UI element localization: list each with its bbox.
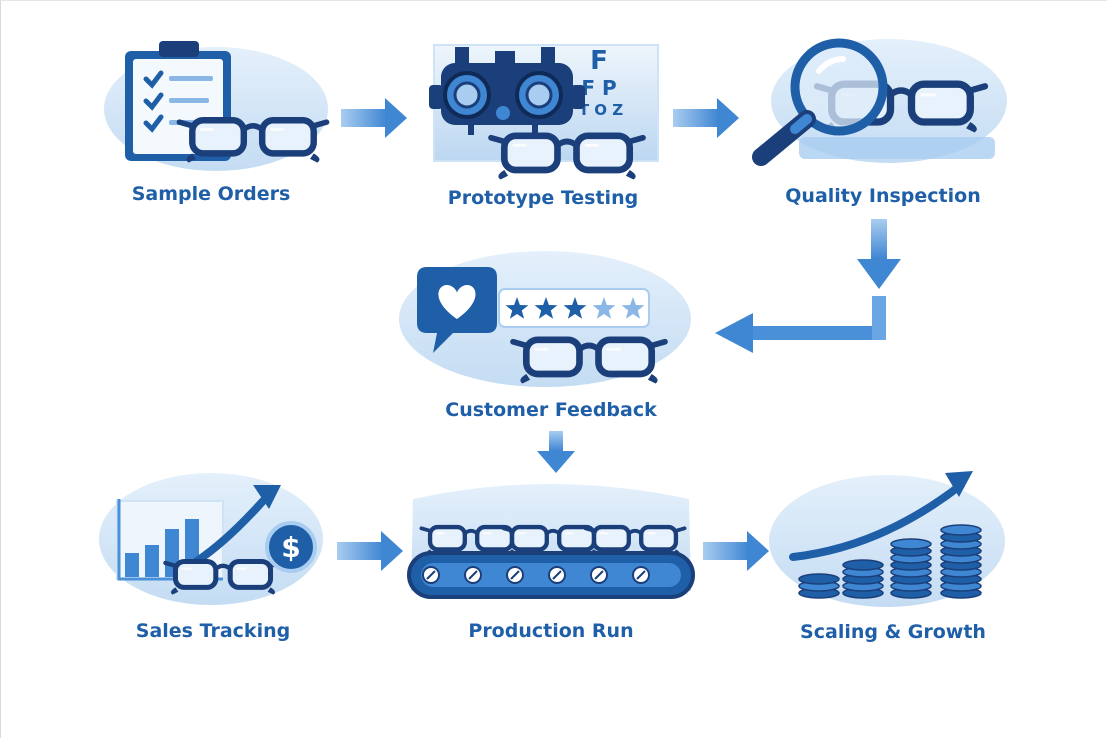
roller-mark bbox=[552, 570, 562, 580]
roller-mark bbox=[594, 570, 604, 580]
coin bbox=[842, 559, 884, 571]
conveyor-belt-glasses-icon bbox=[407, 484, 695, 599]
step-label-prototype-testing: Prototype Testing bbox=[447, 187, 639, 209]
arrow-right-3 bbox=[337, 531, 403, 571]
coin bbox=[940, 524, 982, 536]
step-label-production-run: Production Run bbox=[468, 620, 634, 642]
star-filled-icon bbox=[534, 297, 558, 319]
magnifying-glass-glasses-icon bbox=[752, 38, 1007, 166]
star-filled-icon bbox=[563, 297, 587, 319]
phoropter-eye-chart-icon: F F P T O Z bbox=[429, 44, 659, 180]
step-label-sales-tracking: Sales Tracking bbox=[135, 620, 291, 642]
star-filled-icon bbox=[505, 297, 529, 319]
eye-chart-line-2: F P bbox=[581, 76, 616, 100]
step-label-sample-orders: Sample Orders bbox=[131, 183, 291, 205]
eye-chart-line-1: F bbox=[590, 46, 608, 76]
coin bbox=[890, 538, 932, 550]
dollar-symbol: $ bbox=[281, 531, 300, 564]
star-empty-icon bbox=[621, 297, 645, 319]
step-label-scaling-growth: Scaling & Growth bbox=[800, 621, 986, 643]
coin-stacks-growth-icon bbox=[769, 471, 1005, 607]
step-label-customer-feedback: Customer Feedback bbox=[445, 399, 657, 421]
arrow-down-1 bbox=[537, 431, 575, 473]
roller-mark bbox=[636, 570, 646, 580]
coin bbox=[798, 573, 840, 585]
step-label-quality-inspection: Quality Inspection bbox=[785, 185, 981, 207]
rating-speech-bubble-icon bbox=[399, 251, 691, 387]
star-empty-icon bbox=[592, 297, 616, 319]
roller-mark bbox=[510, 570, 520, 580]
clipboard-checklist-glasses-icon bbox=[104, 41, 328, 171]
arrow-right-2 bbox=[673, 98, 739, 138]
eye-chart-line-3: T O Z bbox=[579, 101, 623, 119]
arrow-right-1 bbox=[341, 98, 407, 138]
arrow-down-to-left bbox=[715, 219, 901, 353]
roller-mark bbox=[426, 570, 436, 580]
roller-mark bbox=[468, 570, 478, 580]
arrow-right-4 bbox=[703, 531, 769, 571]
bar-chart-dollar-icon: $ bbox=[99, 473, 323, 605]
